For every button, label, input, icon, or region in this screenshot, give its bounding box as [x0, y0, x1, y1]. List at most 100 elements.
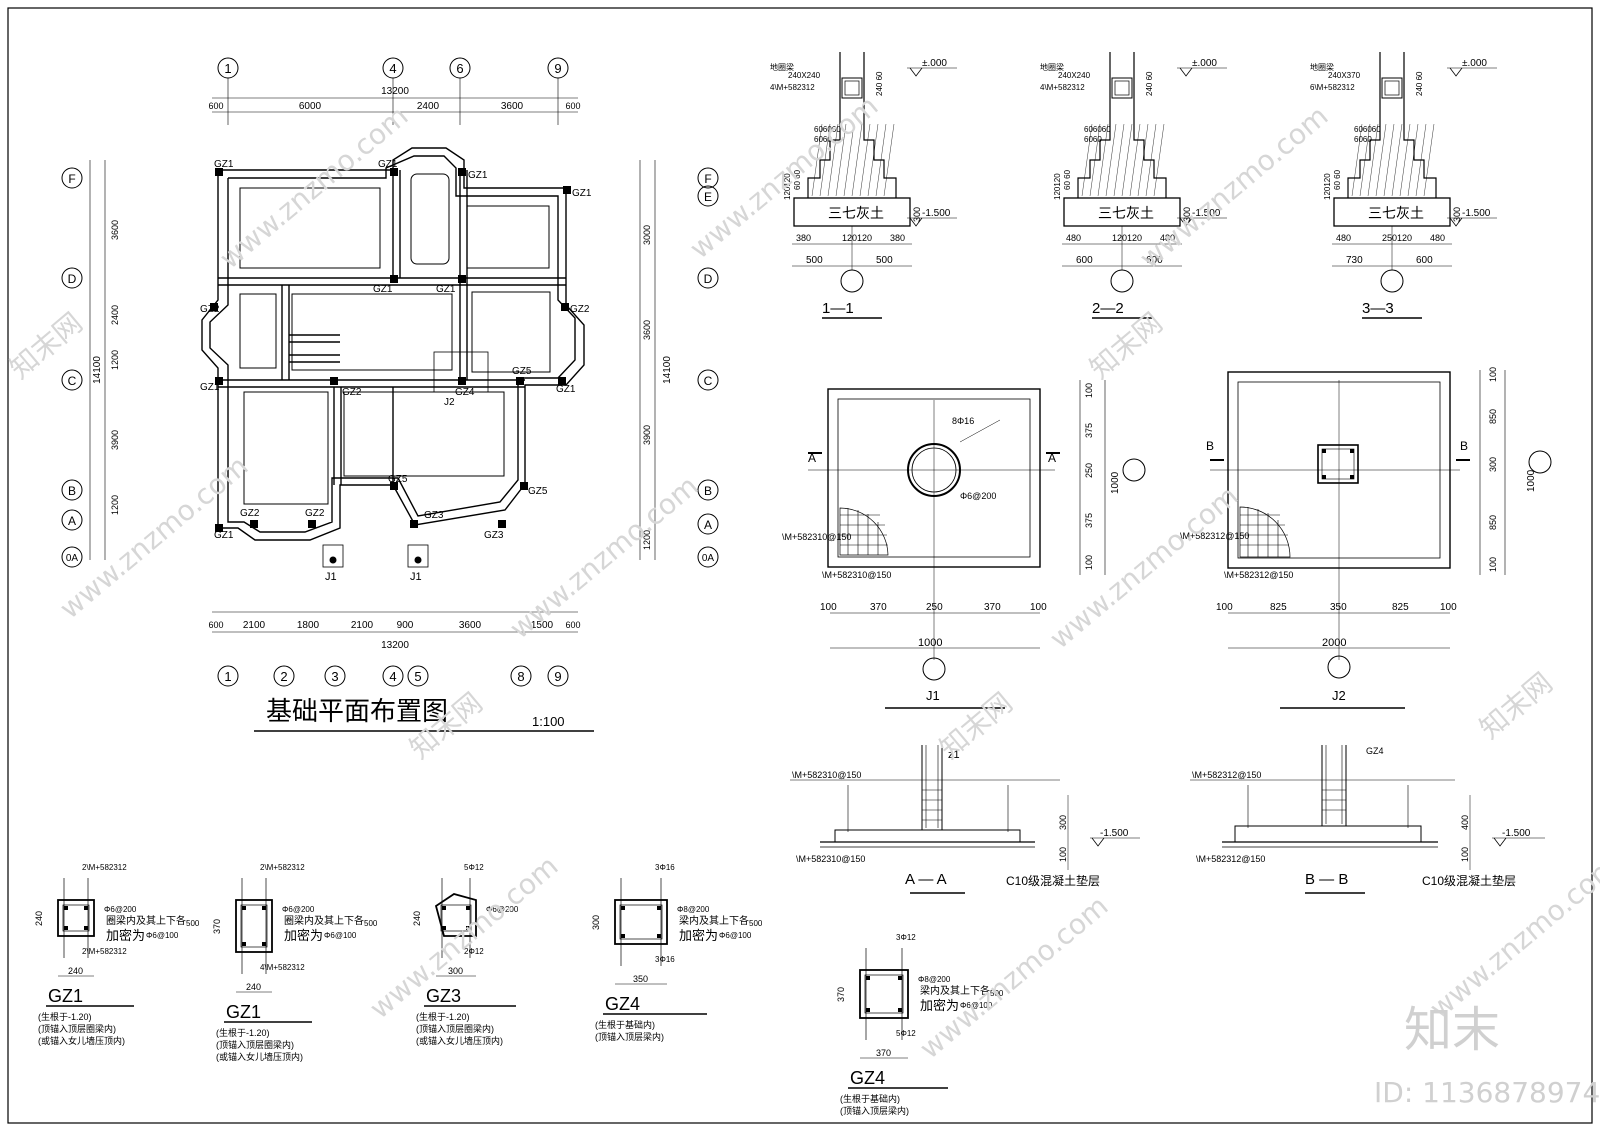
section-step-dims2: 6060	[1084, 135, 1102, 144]
col-label: GZ3	[484, 530, 504, 541]
section-beam-label: 地圈梁	[1310, 62, 1334, 72]
footing-j1-plan	[808, 380, 1146, 709]
column-name: GZ4	[605, 994, 640, 1014]
column-name: GZ1	[226, 1002, 261, 1022]
column-stirrup: Φ8@200	[918, 975, 951, 984]
top-dim-1: 600	[208, 101, 223, 111]
axis-label-left-D: D	[68, 272, 77, 286]
col-label: GZ1	[214, 530, 234, 541]
section-name: 1—1	[822, 300, 854, 317]
section-width-dim: 480	[1430, 233, 1445, 243]
section-top-elev: ±.000	[922, 58, 947, 69]
column-note-a: (生根于-1.20)	[416, 1011, 470, 1022]
j2-dim: 350	[1330, 602, 1347, 613]
right-dim-3600: 3600	[642, 320, 652, 340]
column-stirrup: Φ6@200	[486, 905, 519, 914]
axis-label-right-0A: 0A	[702, 553, 715, 564]
footing-j2-plan	[1210, 370, 1552, 709]
column-bottom-rebar: 5Φ12	[896, 1029, 916, 1038]
j1-cut-right: A	[1048, 451, 1056, 465]
aa-rebar-top: \M+582310@150	[792, 770, 861, 780]
section-half-dim: 600	[1076, 255, 1093, 266]
aa-elev: -1.500	[1100, 828, 1129, 839]
j1-rtotal: 1000	[1110, 471, 1121, 494]
j1-rdim: 100	[1084, 383, 1094, 398]
column-note-b: (顶锚入顶层梁内)	[840, 1105, 909, 1116]
col-label: GZ5	[528, 486, 548, 497]
section-lower-dims: 60 60	[1333, 169, 1342, 190]
j1-dim: 100	[820, 602, 837, 613]
bottom-axis-bubbles	[217, 665, 569, 687]
j1-dim: 250	[926, 602, 943, 613]
section-step-dims: 606060	[1084, 125, 1111, 134]
section-fill: 三七灰土	[1098, 205, 1154, 221]
section-step-dims2: 6060	[814, 135, 832, 144]
section-half-dim: 730	[1346, 255, 1363, 266]
column-note1: 圈梁内及其上下各	[284, 914, 364, 927]
column-height-dim: 300	[591, 915, 601, 930]
bb-note: C10级混凝土垫层	[1422, 873, 1516, 888]
left-total-dim: 14100	[92, 356, 103, 384]
plan-j2-outline	[433, 351, 489, 393]
section-base-dim: 300	[1452, 207, 1462, 222]
bottom-dim: 600	[208, 620, 223, 630]
right-dim-3900: 3900	[642, 425, 652, 445]
column-height-dim: 240	[412, 911, 422, 926]
aa-col: z1	[948, 749, 960, 761]
section-lower-dims: 60 60	[793, 169, 802, 190]
bb-rebar-top: \M+582312@150	[1192, 770, 1261, 780]
section-bot-elev: -1.500	[922, 208, 951, 219]
bottom-dim: 600	[565, 620, 580, 630]
section-beam-label: 地圈梁	[1040, 62, 1064, 72]
section-height-dims: 120120	[783, 173, 792, 200]
section-beam-size: 240X240	[788, 71, 821, 80]
bottom-dim: 3600	[459, 620, 482, 631]
left-dim-1200: 1200	[110, 350, 120, 370]
j2-rdim: 300	[1488, 457, 1498, 472]
watermark-site: www.znzmo.com	[363, 849, 564, 1025]
column-height-dim: 240	[34, 911, 44, 926]
watermark-site: www.znzmo.com	[1133, 99, 1334, 275]
section-width-dim: 480	[1336, 233, 1351, 243]
j1-bars: 8Φ16	[952, 416, 974, 426]
j1-rebar-main2: \M+582310@150	[822, 570, 891, 580]
section-width-dim: 120120	[842, 233, 872, 243]
j1-dim: 100	[1030, 602, 1047, 613]
section-rebar: 6\M+582312	[1310, 83, 1355, 92]
plan-footing-label-j1a: J1	[325, 571, 337, 583]
col-label: GZ2	[200, 304, 220, 315]
section-fill: 三七灰土	[1368, 205, 1424, 221]
j2-rtotal: 1000	[1526, 469, 1537, 492]
col-label: GZ1	[556, 384, 576, 395]
axis-label-right-F: F	[704, 172, 711, 186]
j1-dim: 370	[984, 602, 1001, 613]
section-width-dim: 480	[1066, 233, 1081, 243]
axis-label-right-A: A	[704, 518, 712, 532]
plan-j1-left	[322, 544, 344, 568]
bb-thick: 400	[1460, 815, 1470, 830]
right-total-dim: 14100	[662, 356, 673, 384]
j2-name: J2	[1332, 688, 1346, 703]
column-note1: 梁内及其上下各	[920, 984, 990, 997]
section-rebar: 4\M+582312	[1040, 83, 1085, 92]
j1-rdim: 375	[1084, 423, 1094, 438]
aa-name: A — A	[905, 871, 947, 888]
column-note-b: (顶锚入顶层圈梁内)	[216, 1039, 294, 1050]
j1-total-dim: 1000	[918, 637, 942, 649]
col-label: GZ1	[200, 382, 220, 393]
axis-label-left-F: F	[68, 172, 75, 186]
col-label: GZ5	[388, 474, 408, 485]
column-note-c: (或锚入女儿墙压顶内)	[38, 1035, 125, 1046]
column-height-dim: 370	[212, 919, 222, 934]
axis-label-left-A: A	[68, 514, 76, 528]
column-name: GZ3	[426, 986, 461, 1006]
j1-name: J1	[926, 688, 940, 703]
section-beam-size: 240X370	[1328, 71, 1361, 80]
axis-label-bottom-4: 4	[389, 669, 396, 684]
section-top-dims: 240 60	[1145, 71, 1154, 96]
